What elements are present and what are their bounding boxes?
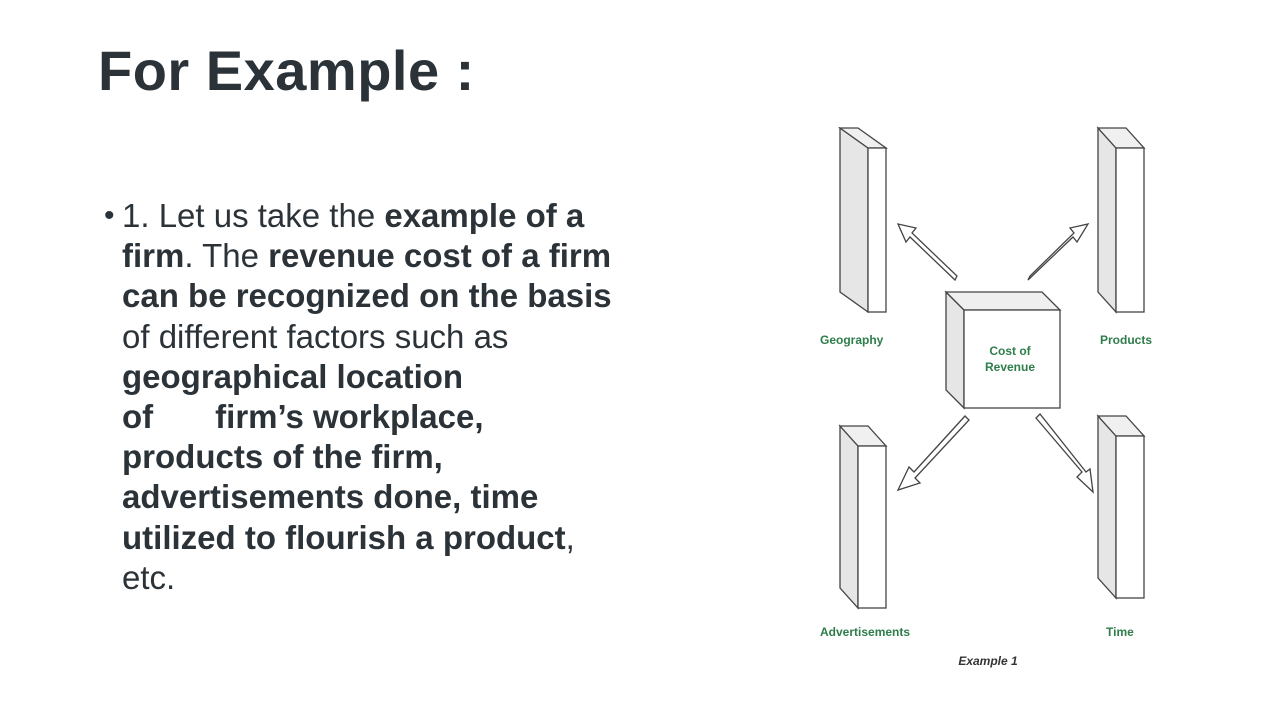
diagram-svg: Geography Products Advertisements Time C… — [820, 126, 1152, 668]
advertisements-pillar — [838, 424, 888, 610]
bullet-text: 1. Let us take the example of a firm. Th… — [122, 196, 694, 598]
center-label-line-1: Cost of — [989, 344, 1031, 358]
bullet-paragraph: • 1. Let us take the example of a firm. … — [104, 196, 694, 598]
cost-of-revenue-diagram: Geography Products Advertisements Time C… — [810, 120, 1170, 680]
geography-label: Geography — [820, 333, 884, 347]
bullet-line-5: geographical location — [122, 357, 464, 395]
bullet-line-8: advertisements done, time — [122, 478, 539, 516]
products-label: Products — [1100, 333, 1152, 347]
text-run-bold: revenue cost of a firm — [268, 237, 612, 275]
bullet-line-9: utilized to flourish a product, — [122, 518, 694, 558]
text-run-bold: example of a — [384, 197, 585, 234]
bullet-line-6: of firm’s workplace, — [122, 397, 694, 437]
time-pillar — [1096, 414, 1146, 600]
text-run: . The — [184, 237, 269, 275]
bullet-line-4: of different factors such as — [122, 317, 509, 355]
bullet-line-3: can be recognized on the basis — [122, 277, 612, 315]
diagram-caption: Example 1 — [958, 654, 1018, 668]
bullet-line-2: firm. The revenue cost of a firm — [122, 236, 694, 276]
center-label-line-2: Revenue — [985, 360, 1035, 374]
arrow-to-geography — [896, 223, 958, 282]
text-run-bold: of — [122, 398, 154, 436]
text-run-bold: utilized to flourish a product — [122, 518, 566, 556]
bullet-marker: • — [104, 199, 115, 232]
bullet-line-7: products of the firm, — [122, 438, 443, 476]
text-run: 1. Let us take the — [122, 197, 385, 234]
advertisements-label: Advertisements — [820, 625, 910, 639]
bullet-line-10: etc. — [122, 558, 176, 596]
arrow-to-products — [1027, 223, 1090, 281]
text-run-bold: firm’s workplace, — [215, 398, 484, 436]
cost-of-revenue-cube — [944, 290, 1062, 410]
arrow-to-time — [1035, 413, 1094, 494]
time-label: Time — [1106, 625, 1134, 639]
products-pillar — [1096, 126, 1146, 314]
geography-pillar — [837, 126, 889, 314]
slide-title: For Example : — [98, 39, 475, 102]
text-run: , — [565, 518, 575, 556]
arrow-to-advertisements — [896, 415, 970, 492]
bullet-line-1: 1. Let us take the example of a — [122, 196, 694, 236]
text-run-bold: firm — [122, 237, 185, 275]
